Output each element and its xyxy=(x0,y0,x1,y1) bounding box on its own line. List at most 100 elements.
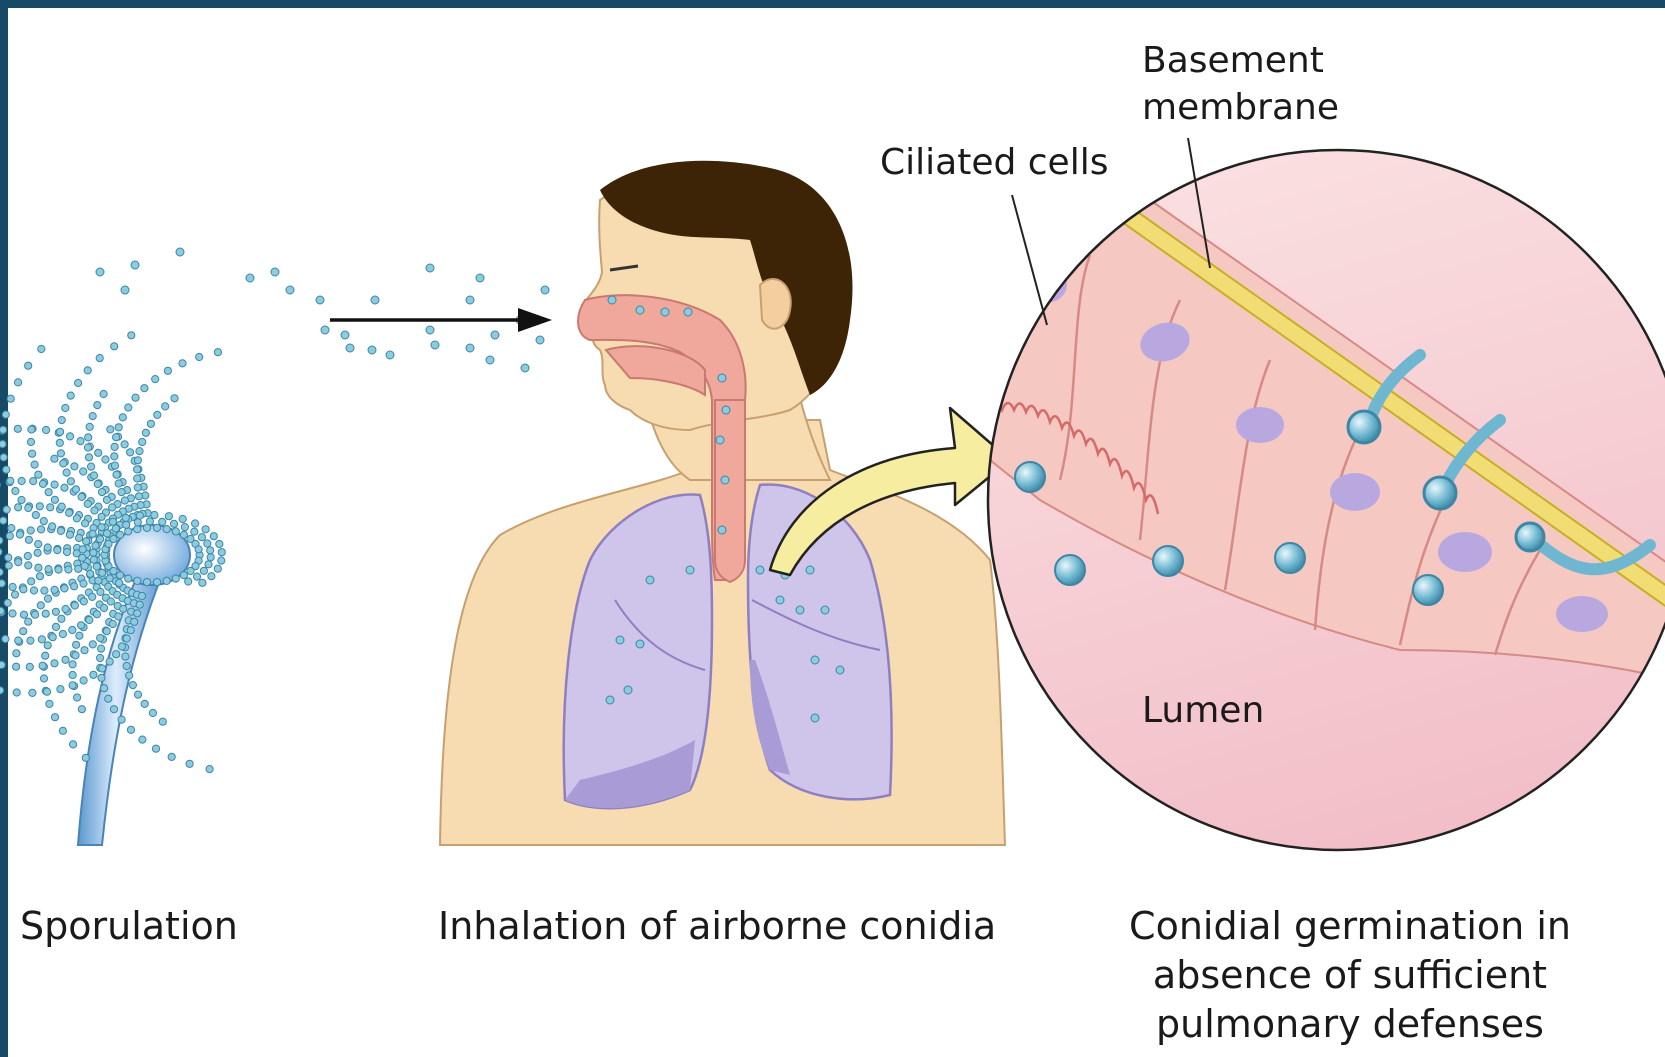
conidium xyxy=(132,394,139,401)
conidium xyxy=(127,449,134,456)
conidium xyxy=(51,714,58,721)
conidium xyxy=(13,663,20,670)
airborne-conidium xyxy=(121,286,129,294)
conidium xyxy=(38,526,45,533)
conidium xyxy=(36,503,43,510)
conidium xyxy=(180,531,187,538)
conidium xyxy=(8,525,15,532)
airborne-conidium xyxy=(321,326,329,334)
conidium xyxy=(15,637,22,644)
conidium xyxy=(98,513,105,520)
conidium xyxy=(51,660,58,667)
conidium xyxy=(0,537,3,544)
inhaled-conidium xyxy=(718,526,726,534)
conidium xyxy=(94,480,101,487)
conidium xyxy=(196,353,203,360)
conidium xyxy=(131,618,138,625)
conidium xyxy=(90,472,97,479)
conidium xyxy=(146,518,153,525)
inhaled-conidium xyxy=(718,374,726,382)
conidium xyxy=(62,605,69,612)
conidium xyxy=(75,534,82,541)
airborne-conidium xyxy=(371,296,379,304)
conidium xyxy=(36,573,43,580)
conidium xyxy=(86,423,93,430)
conidium xyxy=(58,503,65,510)
conidium xyxy=(123,662,130,669)
conidium xyxy=(45,489,52,496)
conidium xyxy=(32,511,39,518)
conidium xyxy=(0,569,3,576)
conidium xyxy=(84,500,91,507)
conidium xyxy=(79,554,86,561)
conidium xyxy=(214,565,221,572)
conidium xyxy=(69,661,76,668)
conidium xyxy=(139,438,146,445)
conidium xyxy=(107,426,114,433)
conidium xyxy=(98,524,105,531)
conidium xyxy=(86,616,93,623)
conidium xyxy=(191,528,198,535)
ciliated-cells-leader xyxy=(1012,195,1047,325)
conidium xyxy=(111,453,118,460)
conidium xyxy=(12,487,19,494)
conidium xyxy=(123,521,130,528)
conidium xyxy=(0,607,4,614)
conidium xyxy=(204,540,211,547)
conidium xyxy=(57,686,64,693)
conidium xyxy=(100,604,107,611)
conidium xyxy=(55,566,62,573)
conidium xyxy=(51,496,58,503)
conidium xyxy=(25,536,32,543)
conidium xyxy=(134,577,141,584)
conidium xyxy=(80,468,87,475)
conidium xyxy=(95,449,102,456)
conidium xyxy=(58,417,65,424)
conidium xyxy=(92,542,99,549)
conidium xyxy=(180,572,187,579)
conidium xyxy=(109,620,116,627)
conidium xyxy=(89,593,96,600)
conidium xyxy=(103,496,110,503)
inhaled-conidium xyxy=(836,666,844,674)
conidium xyxy=(98,674,105,681)
conidium xyxy=(134,466,141,473)
conidium xyxy=(74,694,81,701)
conidium xyxy=(43,426,50,433)
conidium xyxy=(18,477,25,484)
inhaled-conidium xyxy=(646,576,654,584)
conidium xyxy=(208,573,215,580)
conidium xyxy=(168,753,175,760)
conidium xyxy=(38,636,45,643)
conidium xyxy=(118,716,125,723)
conidium xyxy=(195,546,202,553)
airborne-conidium xyxy=(536,336,544,344)
conidium xyxy=(115,613,122,620)
conidium xyxy=(90,549,97,556)
inhaled-conidium xyxy=(606,696,614,704)
conidium xyxy=(91,507,98,514)
conidium xyxy=(62,404,69,411)
conidium xyxy=(200,567,207,574)
conidium xyxy=(103,628,110,635)
conidium xyxy=(40,675,47,682)
conidium xyxy=(59,727,66,734)
conidium xyxy=(172,575,179,582)
conidium xyxy=(0,687,4,694)
airborne-conidium xyxy=(96,268,104,276)
conidium xyxy=(0,426,7,433)
airborne-conidium xyxy=(271,268,279,276)
conidium xyxy=(117,531,124,538)
conidium xyxy=(39,662,46,669)
conidium xyxy=(172,528,179,535)
conidium xyxy=(73,515,80,522)
conidium xyxy=(3,506,10,513)
ciliated-cells-label: Ciliated cells xyxy=(880,140,1108,186)
conidium xyxy=(78,706,85,713)
conidium xyxy=(81,647,88,654)
conidium xyxy=(179,360,186,367)
inhaled-conidium xyxy=(608,296,616,304)
inhaled-conidium xyxy=(616,636,624,644)
conidium xyxy=(15,379,22,386)
conidium xyxy=(16,531,23,538)
